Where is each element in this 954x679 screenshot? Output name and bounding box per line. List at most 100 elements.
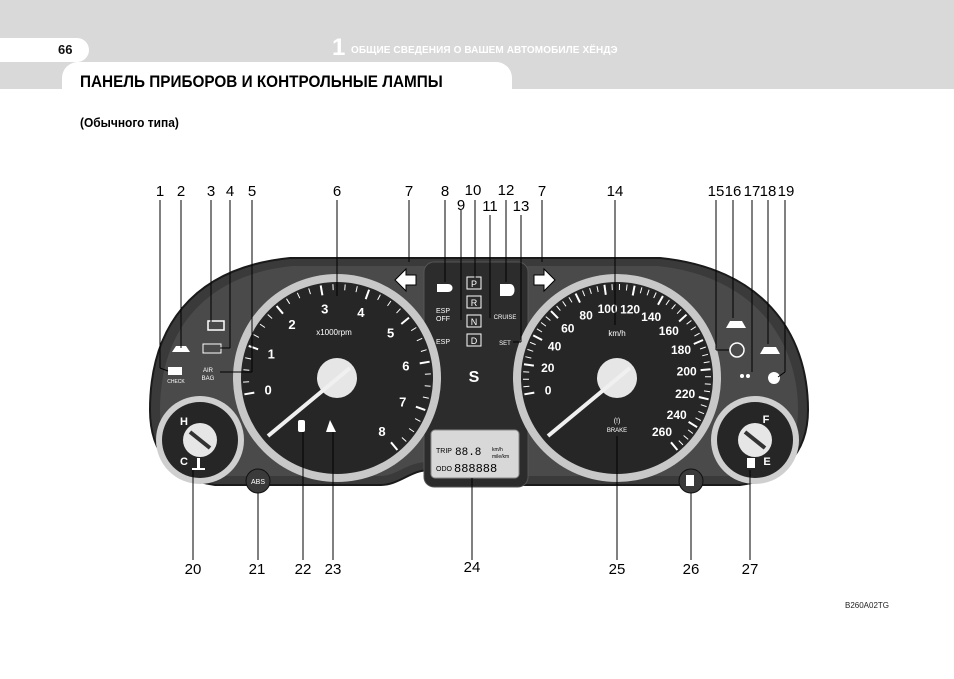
speed-tick [527, 348, 534, 352]
speed-tick [545, 316, 551, 321]
lcd-trip-label: TRIP [436, 448, 452, 455]
callout-14: 14 [607, 183, 624, 200]
chapter-title: ОБЩИЕ СВЕДЕНИЯ О ВАШЕМ АВТОМОБИЛЕ ХЁНДЭ [351, 45, 618, 56]
speed-scale-label: 260 [652, 425, 672, 439]
speed-tick [693, 339, 704, 345]
cruise-label: CRUISE [494, 315, 517, 321]
turn-signal-left-icon [394, 267, 417, 293]
speed-tick [523, 385, 530, 388]
gear-indicator-box [466, 314, 482, 328]
callout-15: 15 [708, 183, 725, 200]
oil-pressure-icon [172, 346, 190, 352]
tach-tick [344, 284, 346, 291]
esp-label: ESP [436, 339, 450, 346]
gear-indicator-box [466, 295, 482, 309]
speed-tick [556, 305, 561, 311]
subtitle: (Обычного типа) [80, 115, 179, 130]
tach-tick [401, 437, 407, 442]
speed-tick [676, 308, 682, 315]
callout-numbers-bottom: 20 21 22 23 24 25 26 27 [185, 559, 759, 578]
esp-off-label-2: OFF [436, 316, 450, 323]
tach-tick [387, 300, 392, 307]
speed-tick [657, 295, 664, 306]
speed-tick [589, 287, 592, 294]
callout-10: 10 [465, 182, 482, 199]
headlight-icon [437, 284, 453, 292]
speed-tick [670, 441, 679, 451]
airbag-label-1: AIR [203, 368, 214, 374]
callout-20: 20 [185, 561, 202, 578]
tach-tick [319, 285, 324, 296]
tach-tick [377, 294, 381, 301]
speed-unit: km/h [608, 329, 625, 338]
brake-label: BRAKE [607, 428, 627, 434]
sport-mode-indicator: S [469, 369, 480, 386]
callout-19: 19 [778, 183, 795, 200]
speed-tick [639, 287, 643, 294]
tach-tick [253, 334, 260, 338]
speed-tick [653, 292, 657, 299]
speed-scale-label: 0 [545, 383, 552, 397]
callout-8: 8 [441, 183, 449, 200]
callout-2: 2 [177, 183, 185, 200]
tach-scale-label: 8 [378, 424, 385, 439]
speed-scale-label: 240 [667, 408, 687, 422]
lcd-display: TRIP 88.8 km/h mile/km ODO 888888 [430, 429, 520, 479]
turn-signal-right-icon [533, 267, 556, 293]
speed-tick [525, 356, 532, 359]
temp-hot-label: H [180, 416, 188, 428]
speed-tick [529, 341, 536, 346]
speed-tick [536, 328, 543, 333]
tach-tick [364, 289, 371, 300]
fuel-full-label: F [763, 414, 770, 426]
callout-23: 23 [325, 561, 342, 578]
fuel-pump-icon [747, 458, 755, 468]
coolant-icon [192, 458, 205, 470]
speed-tick [698, 396, 709, 401]
esp-off-indicator: ESP OFF [436, 308, 450, 323]
callout-22: 22 [295, 561, 312, 578]
tach-tick [286, 298, 291, 305]
lcd-units-2: mile/km [492, 454, 509, 460]
set-label: SET [499, 341, 511, 347]
speed-tick [582, 290, 586, 297]
page-number: 66 [58, 42, 73, 57]
tach-scale-label: 3 [321, 302, 328, 317]
tach-tick [390, 441, 399, 451]
speed-tick [695, 417, 702, 422]
callout-4: 4 [226, 183, 234, 200]
lcd-odo-digits: 888888 [454, 462, 497, 476]
fuel-gauge: F E [711, 396, 799, 484]
lcd-units-1: km/h [492, 447, 503, 453]
speed-tick [523, 363, 535, 367]
service-indicator-icon [768, 372, 780, 384]
battery-icon [207, 320, 225, 331]
gear-indicator-label: D [471, 336, 478, 346]
callout-27: 27 [742, 561, 759, 578]
speed-tick [703, 361, 710, 364]
speed-tick [686, 320, 692, 325]
tach-tick [396, 308, 401, 314]
tach-scale-label: 1 [268, 347, 275, 362]
lcd-trip-digits: 88.8 [455, 447, 481, 459]
speed-tick [703, 390, 711, 393]
tach-tick [308, 288, 311, 295]
speed-tick [550, 310, 559, 319]
callout-16: 16 [725, 183, 742, 200]
temperature-gauge: H C [156, 396, 244, 484]
callout-12: 12 [498, 182, 515, 199]
speed-tick [683, 435, 689, 440]
temp-cold-label: C [180, 456, 188, 468]
callout-11: 11 [482, 198, 498, 215]
callout-6: 6 [333, 183, 341, 200]
speed-tick [698, 410, 705, 415]
tach-scale-label: 2 [288, 317, 295, 332]
tach-tick [408, 428, 415, 433]
tach-tick [259, 323, 266, 328]
door-ajar-icon [326, 420, 336, 432]
fuel-door-indicator [678, 468, 704, 494]
speed-scale-label: 160 [659, 324, 679, 338]
